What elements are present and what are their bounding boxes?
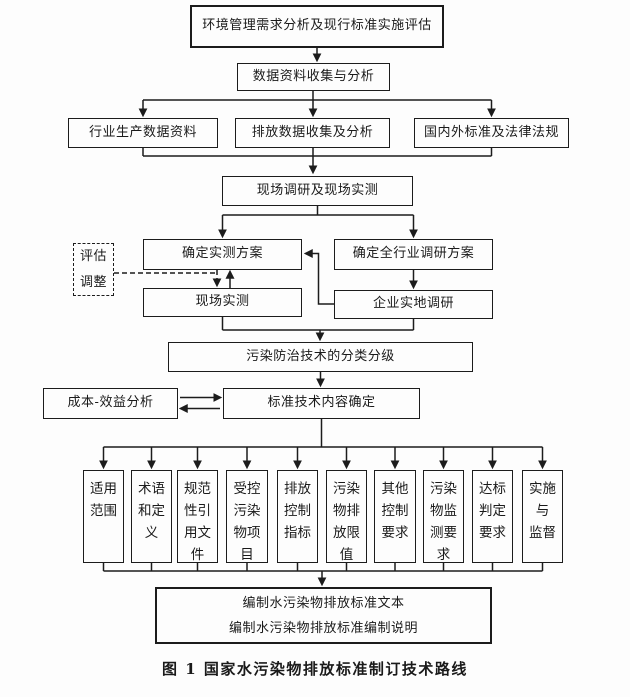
trunk-merge-sections: [102, 563, 544, 572]
node-data-collection: 数据资料收集与分析: [237, 63, 390, 91]
node-section-monitoring: 污染 物监 测要 求: [423, 470, 464, 563]
node-section-control-indicators: 排放 控制 指标: [277, 470, 318, 563]
node-section-references: 规范 性引 用文 件: [177, 470, 218, 563]
node-measure-plan: 确定实测方案: [143, 239, 302, 270]
node-tech-classification: 污染防治技术的分类分级: [168, 342, 473, 372]
node-section-controlled-pollutants: 受控 污染 物项 目: [226, 470, 268, 563]
node-industry-plan: 确定全行业调研方案: [334, 239, 493, 270]
trunk-merge-row3: [142, 148, 493, 157]
trunk-data-fanout: [143, 91, 492, 101]
node-standards-laws: 国内外标准及法律法规: [414, 118, 569, 148]
node-cost-benefit: 成本-效益分析: [43, 388, 178, 419]
node-industry-data: 行业生产数据资料: [68, 118, 218, 148]
node-section-implementation: 实施 与 监督: [522, 470, 563, 563]
trunk-survey-split: [222, 206, 414, 216]
node-site-measure: 现场实测: [143, 288, 302, 317]
node-eval-adjust: 评估 调整: [73, 243, 114, 296]
trunk-merge-survey: [221, 317, 415, 331]
figure-caption: 图 1 国家水污染物排放标准制订技术路线: [162, 660, 468, 678]
node-enterprise-survey: 企业实地调研: [334, 290, 493, 319]
trunk-sections-fanout: [103, 419, 543, 448]
node-env-management-analysis: 环境管理需求分析及现行标准实施评估: [190, 5, 444, 48]
node-section-scope: 适用 范围: [83, 470, 124, 563]
node-site-survey: 现场调研及现场实测: [222, 176, 413, 206]
node-standard-content: 标准技术内容确定: [223, 388, 420, 419]
arrow-enterprise-to-measure-plan: [303, 249, 334, 305]
node-section-terms: 术语 和定 义: [131, 470, 172, 563]
node-section-compliance: 达标 判定 要求: [472, 470, 513, 563]
node-final-output: 编制水污染物排放标准文本 编制水污染物排放标准编制说明: [155, 587, 492, 644]
node-emission-data: 排放数据收集及分析: [235, 118, 390, 148]
node-section-other-requirements: 其他 控制 要求: [374, 470, 416, 563]
node-section-emission-limits: 污染 物排 放限 值: [326, 470, 367, 563]
